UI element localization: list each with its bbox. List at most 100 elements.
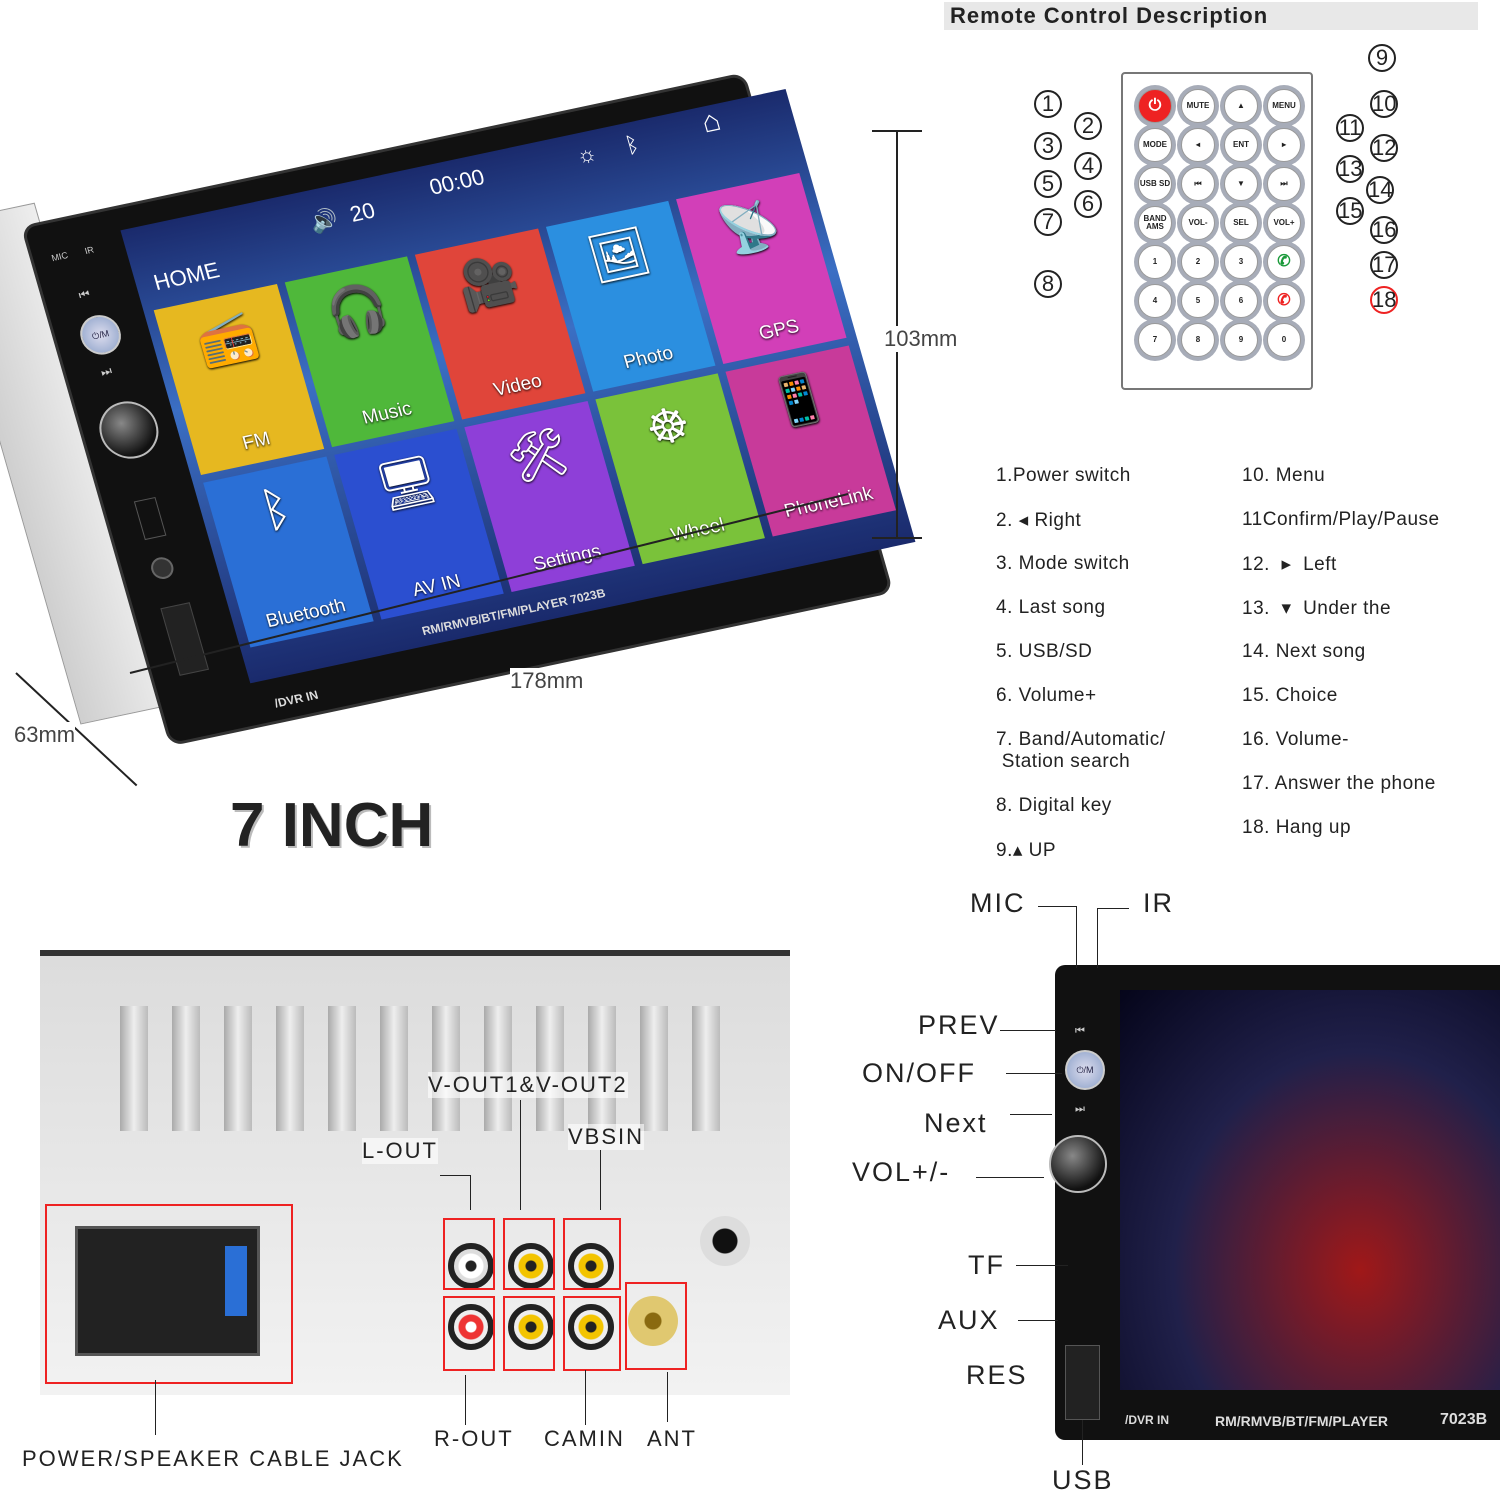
- digit-button[interactable]: 4: [1138, 284, 1172, 318]
- callout-14: 14: [1366, 176, 1394, 204]
- digit-button[interactable]: 3: [1224, 245, 1258, 279]
- steering-wheel-icon: ☸: [640, 397, 697, 458]
- digit-button[interactable]: 6: [1224, 284, 1258, 318]
- pointer-line: [1010, 1114, 1052, 1115]
- right-arrow-button[interactable]: ▸: [1267, 128, 1301, 162]
- callout-12: 12: [1370, 134, 1398, 162]
- volume-knob[interactable]: [1049, 1135, 1107, 1193]
- vout2-jack: [508, 1304, 554, 1350]
- mic-label: MIC: [50, 250, 70, 264]
- callout-18: 18: [1370, 286, 1398, 314]
- sel-button[interactable]: SEL: [1224, 206, 1258, 240]
- vbsin-highlight: [563, 1218, 621, 1290]
- description-item: 11Confirm/Play/Pause: [1242, 509, 1440, 530]
- callout-11: 11: [1336, 114, 1364, 142]
- pointer-line: [1097, 908, 1098, 968]
- dvr-label: /DVR IN: [272, 687, 320, 711]
- digit-button[interactable]: 5: [1181, 284, 1215, 318]
- volume-knob[interactable]: [92, 396, 166, 464]
- gps-port: [700, 1216, 750, 1266]
- camin-label: CAMIN: [544, 1426, 625, 1451]
- pointer-line: [585, 1370, 586, 1425]
- next-icon[interactable]: ⏭: [99, 363, 114, 380]
- hang-up-button[interactable]: ✆: [1267, 284, 1301, 318]
- power-button-icon[interactable]: ⏻: [1138, 89, 1172, 123]
- depth-dim: 63mm: [14, 722, 76, 748]
- heatsink-fin: [588, 1006, 616, 1131]
- tile-label: Photo: [621, 342, 676, 374]
- camin-jack: [568, 1304, 614, 1350]
- onoff-button[interactable]: ⏻/M: [1065, 1050, 1105, 1090]
- clock: 00:00: [426, 164, 488, 200]
- callout-4: 4: [1074, 152, 1102, 180]
- lout-highlight: [443, 1218, 495, 1290]
- usb-label: USB: [1052, 1465, 1114, 1495]
- tile-label: PhoneLink: [781, 483, 876, 523]
- answer-call-button[interactable]: ✆: [1267, 245, 1301, 279]
- digit-button[interactable]: 0: [1267, 323, 1301, 357]
- vbsin-label: VBSIN: [568, 1124, 645, 1150]
- bluetooth-icon[interactable]: ᛒ: [622, 131, 642, 159]
- description-item: 8. Digital key: [996, 795, 1112, 816]
- home-icon[interactable]: ⌂: [697, 103, 725, 140]
- heatsink-fin: [120, 1006, 148, 1131]
- description-item: 10. Menu: [1242, 465, 1326, 486]
- digit-button[interactable]: 1: [1138, 245, 1172, 279]
- callout-1: 1: [1034, 90, 1062, 118]
- prev-icon[interactable]: ⏮: [76, 286, 92, 303]
- prev-label: PREV: [918, 1010, 1000, 1040]
- front-screen: [1120, 990, 1500, 1390]
- res-label: RES: [966, 1360, 1028, 1390]
- ant-label: ANT: [647, 1426, 697, 1451]
- mute-button[interactable]: MUTE: [1181, 89, 1215, 123]
- lout-label: L-OUT: [362, 1138, 438, 1164]
- ant-jack: [628, 1296, 678, 1346]
- pointer-line: [1016, 1265, 1068, 1266]
- menu-button[interactable]: MENU: [1267, 89, 1301, 123]
- onoff-label: ON/OFF: [862, 1058, 976, 1088]
- next-track-button[interactable]: ⏭: [1267, 167, 1301, 201]
- callout-17: 17: [1370, 251, 1398, 279]
- heatsink-fin: [484, 1006, 512, 1131]
- width-dim: 178mm: [510, 668, 584, 694]
- pointer-line: [470, 1175, 471, 1210]
- remote-description-title: Remote Control Description: [944, 2, 1478, 30]
- ir-label: IR: [83, 244, 96, 257]
- brightness-icon[interactable]: ☼: [573, 140, 600, 169]
- remote-control: ⏻ MUTE ▲ MENU MODE ◂ ENT ▸ USB SD ⏮ ▼ ⏭ …: [1121, 72, 1313, 390]
- callout-8: 8: [1034, 270, 1062, 298]
- heatsink-fin: [692, 1006, 720, 1131]
- pointer-line: [155, 1380, 156, 1435]
- digit-button[interactable]: 7: [1138, 323, 1172, 357]
- pointer-line: [465, 1375, 466, 1425]
- digit-button[interactable]: 8: [1181, 323, 1215, 357]
- digit-button[interactable]: 2: [1181, 245, 1215, 279]
- description-item: 18. Hang up: [1242, 817, 1352, 838]
- band-ams-button[interactable]: BAND AMS: [1138, 206, 1172, 240]
- down-button[interactable]: ▼: [1224, 167, 1258, 201]
- prev-icon[interactable]: ⏮: [1075, 1025, 1085, 1037]
- ent-button[interactable]: ENT: [1224, 128, 1258, 162]
- height-dim: 103mm: [884, 326, 958, 352]
- up-button[interactable]: ▲: [1224, 89, 1258, 123]
- rout-jack: [448, 1304, 494, 1350]
- next-icon[interactable]: ⏭: [1075, 1103, 1085, 1115]
- pointer-line: [520, 1100, 521, 1210]
- vol-down-button[interactable]: VOL-: [1181, 206, 1215, 240]
- prev-track-button[interactable]: ⏮: [1181, 167, 1215, 201]
- tile-label: FM: [240, 428, 273, 455]
- power-button[interactable]: ⏻/M: [75, 311, 126, 359]
- digit-button[interactable]: 9: [1224, 323, 1258, 357]
- lout-jack: [448, 1243, 494, 1289]
- ir-label: IR: [1143, 888, 1174, 918]
- description-item: 12. ▸ Left: [1242, 554, 1337, 575]
- screen: HOME 🔊 20 00:00 ☼ ᛒ ⌂ 📻FM🎧Music🎥Video🖼Ph…: [120, 89, 916, 684]
- mode-button[interactable]: MODE: [1138, 128, 1172, 162]
- vout1-jack: [508, 1243, 554, 1289]
- pointer-line: [1076, 906, 1077, 968]
- satellite-icon: 📡: [713, 196, 787, 260]
- vol-up-button[interactable]: VOL+: [1267, 206, 1301, 240]
- left-arrow-button[interactable]: ◂: [1181, 128, 1215, 162]
- description-item: 16. Volume-: [1242, 729, 1349, 750]
- usb-sd-button[interactable]: USB SD: [1138, 167, 1172, 201]
